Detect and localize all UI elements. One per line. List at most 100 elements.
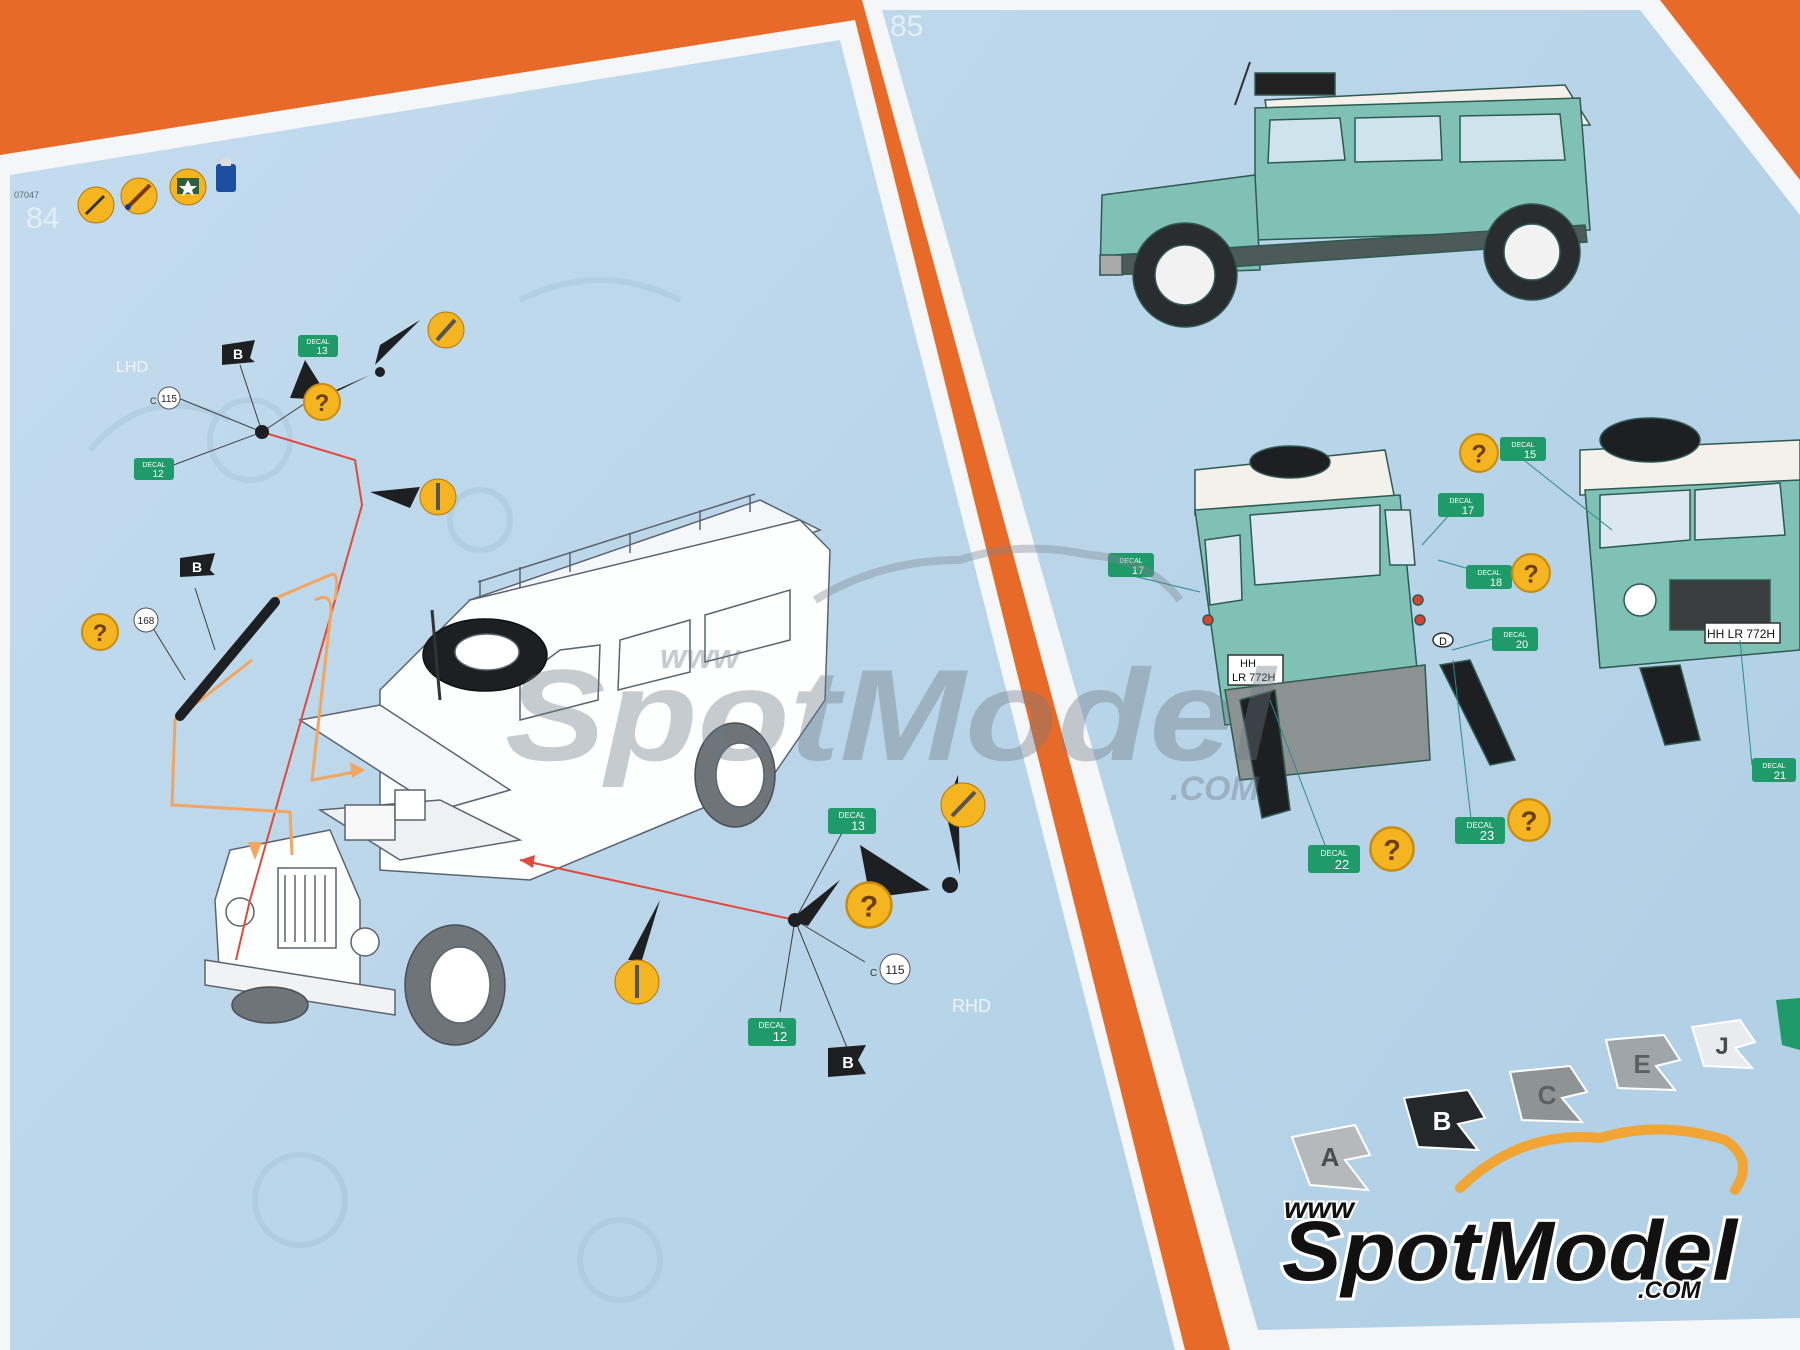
land-rover-assembly-drawing (204, 493, 831, 1046)
svg-text:A: A (1321, 1142, 1340, 1172)
svg-text:.COM: .COM (1170, 770, 1259, 808)
svg-text:DECAL: DECAL (142, 462, 165, 469)
decal-13-bottom: DECAL 13 (828, 808, 876, 834)
decal-17-side: DECAL 17 (1108, 553, 1154, 577)
svg-text:C: C (870, 968, 877, 979)
rubber-strip-part (175, 597, 280, 721)
svg-text:SpotModel: SpotModel (505, 642, 1278, 788)
question-icon-18 (1511, 553, 1551, 593)
svg-text:15: 15 (1524, 449, 1536, 461)
cement-bottle-icon (216, 158, 236, 192)
question-icon-23 (1507, 798, 1551, 842)
flag-a: A (1290, 1123, 1372, 1192)
callout-lines-bottom (779, 817, 866, 1061)
flag-c: C (1508, 1064, 1589, 1124)
screwdriver-icon-bottom (614, 959, 660, 1005)
svg-text:DECAL: DECAL (1511, 442, 1534, 449)
svg-text:12: 12 (152, 469, 164, 480)
callout-wedge (628, 900, 660, 960)
svg-text:22: 22 (1335, 857, 1349, 872)
decal-callout-lines (1124, 456, 1753, 854)
tool-icons (77, 158, 236, 224)
svg-text:DECAL: DECAL (1762, 763, 1785, 770)
rear-plate-line1: HH (1240, 658, 1256, 670)
svg-text:13: 13 (316, 346, 328, 357)
flag-partial (1776, 998, 1800, 1050)
paint-brush-icon (120, 177, 158, 215)
svg-text:115: 115 (885, 963, 904, 977)
part-c115-bottom: C 115 (870, 953, 911, 985)
svg-text:DECAL: DECAL (1503, 632, 1526, 639)
vehicle-side-view (1099, 61, 1592, 328)
svg-text:DECAL: DECAL (306, 339, 329, 346)
callout-wedge (370, 487, 420, 508)
brush-icon-bottom (940, 782, 986, 828)
part-c115-top: C 115 (150, 386, 181, 410)
svg-text:B: B (842, 1055, 854, 1072)
part-dot (255, 425, 269, 439)
vehicle-front-view: HH LR 772H (1579, 417, 1800, 746)
decal-23: DECAL 23 (1455, 817, 1505, 844)
svg-text:DECAL: DECAL (1449, 498, 1472, 505)
vehicle-rear-view: HH LR 772H D (1194, 445, 1517, 819)
svg-text:J: J (1715, 1033, 1728, 1060)
rear-plate-line2: LR 772H (1232, 672, 1275, 684)
svg-text:SpotModel: SpotModel (1282, 1204, 1739, 1298)
flag-j: J (1690, 1018, 1757, 1070)
svg-text:DECAL: DECAL (1119, 558, 1142, 565)
svg-text:17: 17 (1132, 565, 1144, 577)
svg-text:www: www (660, 638, 742, 676)
svg-text:20: 20 (1516, 639, 1528, 651)
lhd-label: LHD (116, 359, 148, 376)
knife-icon (427, 311, 465, 349)
svg-text:23: 23 (1480, 828, 1494, 843)
svg-text:DECAL: DECAL (759, 1021, 786, 1030)
page-number-left: 84 (26, 202, 59, 235)
svg-text:DECAL: DECAL (1467, 821, 1494, 830)
flag-b-mid: B (180, 553, 215, 577)
flag-e: E (1604, 1033, 1682, 1092)
question-icon-22 (1369, 826, 1415, 872)
decal-22: DECAL 22 (1308, 845, 1360, 873)
svg-text:13: 13 (851, 819, 865, 833)
color-flags: A B C E J (1290, 998, 1800, 1192)
sheet-code: 07047 (14, 190, 39, 200)
part-dot (375, 367, 385, 377)
svg-text:18: 18 (1490, 577, 1502, 589)
svg-text:B: B (1433, 1106, 1452, 1136)
country-badge: D (1439, 636, 1447, 648)
decal-18: DECAL 18 (1466, 565, 1512, 589)
spotmodel-logo: www SpotModel .COM (1279, 1124, 1748, 1306)
svg-text:DECAL: DECAL (1477, 570, 1500, 577)
svg-text:E: E (1633, 1049, 1650, 1079)
svg-text:.COM: .COM (1638, 1277, 1702, 1304)
decal-17-rear: DECAL 17 (1438, 493, 1484, 517)
question-icon-bottom (845, 881, 893, 929)
flag-b-color: B (1402, 1088, 1487, 1152)
page-number-right: 85 (890, 10, 923, 43)
svg-text:17: 17 (1462, 505, 1474, 517)
part-168: 168 (133, 607, 159, 633)
svg-text:C: C (150, 396, 157, 406)
question-icon-mid (81, 613, 119, 651)
decal-15: DECAL 15 (1500, 437, 1546, 461)
front-plate: HH LR 772H (1707, 627, 1775, 641)
flag-b-top: B (222, 340, 255, 365)
callout-wedge (790, 880, 840, 926)
decal-13-top: DECAL 13 (298, 335, 338, 357)
rhd-label: RHD (952, 996, 991, 1016)
svg-text:B: B (233, 346, 243, 362)
svg-text:C: C (1538, 1080, 1557, 1110)
part-dot (788, 913, 802, 927)
assembly-lines (170, 431, 796, 961)
question-icon-15 (1459, 433, 1499, 473)
decal-20: DECAL 20 (1492, 627, 1538, 651)
svg-text:21: 21 (1774, 770, 1786, 782)
svg-text:168: 168 (138, 616, 155, 627)
decal-12-bottom: DECAL 12 (748, 1018, 796, 1046)
svg-text:B: B (192, 559, 202, 575)
decal-21: DECAL 21 (1752, 758, 1796, 782)
screwdriver-icon (419, 478, 457, 516)
question-icon-top (303, 383, 341, 421)
